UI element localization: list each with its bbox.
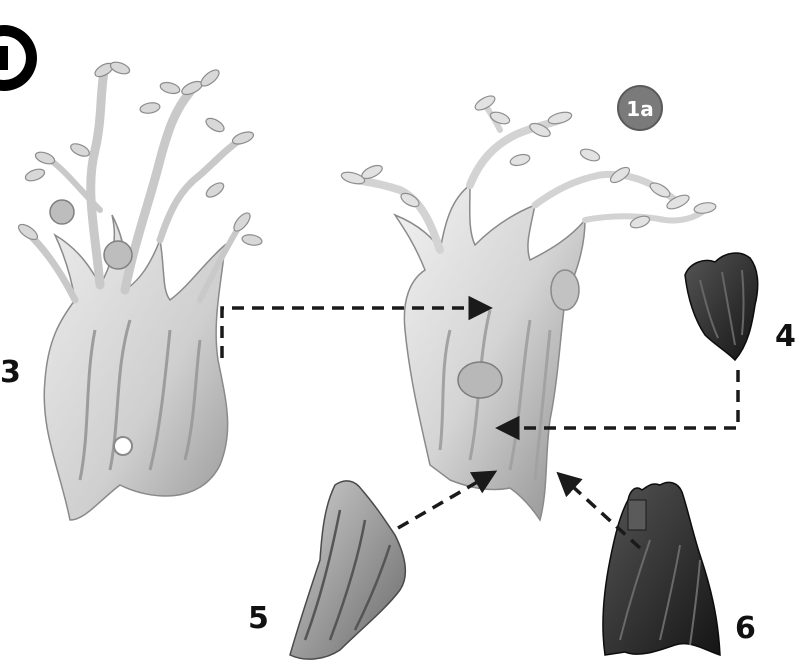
part-3-tree-trunk bbox=[16, 60, 263, 520]
step-badge bbox=[0, 25, 37, 91]
part-label-6: 6 bbox=[735, 611, 756, 646]
part-label-5: 5 bbox=[248, 601, 269, 636]
part-label-4: 4 bbox=[775, 319, 796, 354]
part-4-dark-piece bbox=[685, 253, 758, 360]
part-label-3: 3 bbox=[0, 355, 21, 390]
part-5-root-piece bbox=[290, 481, 405, 659]
assembled-badge-label: 1a bbox=[626, 97, 653, 121]
part-6-dark-root bbox=[603, 482, 720, 655]
assembled-badge: 1a bbox=[618, 86, 662, 130]
